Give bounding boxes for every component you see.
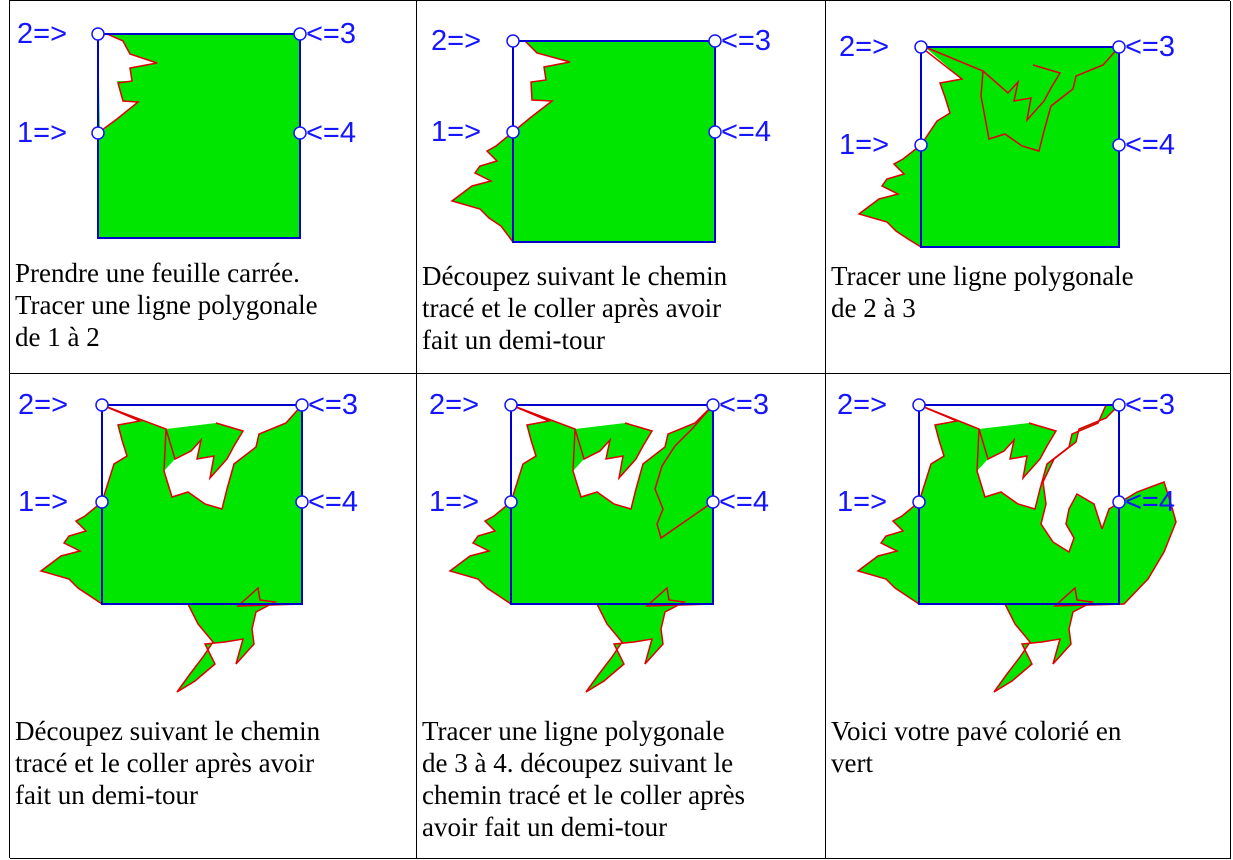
point-1-marker	[504, 495, 518, 509]
step-6-caption: Voici votre pavé colorié en vert	[831, 716, 1122, 778]
edge-left	[39, 404, 143, 605]
edge-bottom	[176, 586, 303, 693]
step-5-cell: 2=> <=3 1=> <=4 Tracer une ligne polygon…	[417, 374, 826, 859]
green-shape	[41, 405, 302, 692]
label-2: 2=>	[839, 31, 889, 63]
step-4-caption: Découpez suivant le chemin tracé et le c…	[15, 716, 321, 810]
label-2: 2=>	[837, 389, 887, 421]
label-3: <=3	[719, 389, 769, 421]
edge-bottom-right	[993, 481, 1177, 693]
point-2-marker	[95, 398, 109, 412]
green-top-band	[925, 47, 1119, 151]
label-4: <=4	[1125, 486, 1175, 518]
point-1-marker	[91, 126, 105, 140]
step-5-caption: Tracer une ligne polygonale de 3 à 4. dé…	[422, 716, 746, 842]
point-3-marker	[708, 34, 722, 48]
green-square	[921, 47, 1119, 247]
pasted-piece	[452, 132, 513, 242]
edge-top	[101, 404, 303, 510]
label-2: 2=>	[17, 18, 67, 50]
edge-left	[856, 404, 960, 605]
point-1-marker	[95, 495, 109, 509]
label-1: 1=>	[429, 486, 479, 518]
edge-right-notch	[1040, 404, 1120, 554]
step-4-cell: 2=> <=3 1=> <=4 Découpez suivant le chem…	[10, 374, 417, 859]
edge-top-inner	[574, 422, 654, 481]
point-1-marker	[914, 138, 928, 152]
green-shape	[858, 405, 1176, 692]
point-1-marker	[912, 495, 926, 509]
label-3: <=3	[308, 389, 358, 421]
edge-top	[918, 404, 1107, 510]
pasted-piece-left	[859, 145, 921, 247]
label-1: 1=>	[17, 117, 67, 149]
label-2: 2=>	[18, 389, 68, 421]
point-3-marker	[1112, 40, 1126, 54]
green-shape	[513, 41, 715, 242]
point-3-marker	[295, 398, 309, 412]
label-2: 2=>	[429, 389, 479, 421]
point-3-marker	[293, 27, 307, 41]
step-2-figure: 2=> <=3 1=> <=4	[431, 25, 771, 243]
label-4: <=4	[719, 486, 769, 518]
step-2-caption: Découpez suivant le chemin tracé et le c…	[422, 261, 728, 355]
step-3-figure: 2=> <=3 1=> <=4	[839, 31, 1175, 248]
point-2-marker	[912, 398, 926, 412]
point-2-marker	[91, 27, 105, 41]
point-2-marker	[504, 398, 518, 412]
step-1-caption: Prendre une feuille carrée. Tracer une l…	[15, 258, 318, 352]
label-4: <=4	[306, 117, 356, 149]
label-1: 1=>	[837, 486, 887, 518]
label-1: 1=>	[839, 129, 889, 161]
edge-1-2	[920, 46, 964, 146]
label-3: <=3	[721, 25, 771, 57]
step-4-figure: 2=> <=3 1=> <=4	[18, 389, 358, 693]
edge-pasted	[857, 144, 922, 248]
point-2-marker	[506, 34, 520, 48]
step-3-caption: Tracer une ligne polygonale de 2 à 3	[831, 261, 1134, 323]
polygonal-line-2-3	[924, 46, 1120, 152]
cut-edge-top	[512, 40, 571, 133]
label-3: <=3	[1125, 31, 1175, 63]
label-4: <=4	[721, 116, 771, 148]
polygonal-line-3-4	[654, 404, 714, 540]
point-4-marker	[1112, 138, 1126, 152]
step-1-figure: 2=> <=3 1=> <=4	[17, 18, 356, 239]
label-1: 1=>	[431, 116, 481, 148]
label-3: <=3	[1125, 389, 1175, 421]
edge-top-inner	[978, 422, 1058, 481]
label-4: <=4	[308, 486, 358, 518]
step-6-figure: 2=> <=3 1=> <=4	[837, 389, 1177, 693]
steps-table: 2=> <=3 1=> <=4 Prendre une feuille carr…	[9, 0, 1231, 859]
square-outline	[512, 40, 716, 243]
polygonal-line-1-2	[97, 33, 158, 134]
label-4: <=4	[1125, 129, 1175, 161]
label-1: 1=>	[18, 486, 68, 518]
label-2: 2=>	[431, 25, 481, 57]
edge-top	[510, 404, 714, 510]
point-4-marker	[706, 495, 720, 509]
point-2-marker	[914, 40, 928, 54]
edge-bottom	[585, 586, 714, 693]
cut-edge-bottom	[450, 131, 514, 243]
point-1-marker	[506, 125, 520, 139]
step-1-cell: 2=> <=3 1=> <=4 Prendre une feuille carr…	[10, 1, 417, 374]
edge-top-inner	[165, 422, 245, 481]
point-3-marker	[1112, 398, 1126, 412]
label-3: <=3	[306, 18, 356, 50]
polygonal-line-2-3-inner	[982, 64, 1062, 123]
step-6-cell: 2=> <=3 1=> <=4 Voici votre pavé colorié…	[826, 374, 1231, 859]
step-5-figure: 2=> <=3 1=> <=4	[429, 389, 769, 693]
point-4-marker	[708, 125, 722, 139]
point-4-marker	[293, 126, 307, 140]
point-4-marker	[1112, 495, 1126, 509]
point-3-marker	[706, 398, 720, 412]
green-shape	[450, 405, 713, 692]
step-2-cell: 2=> <=3 1=> <=4 Découpez suivant le chem…	[417, 1, 826, 374]
step-3-cell: 2=> <=3 1=> <=4 Tracer une ligne polygon…	[826, 1, 1231, 374]
point-4-marker	[295, 495, 309, 509]
edge-left	[448, 404, 552, 605]
